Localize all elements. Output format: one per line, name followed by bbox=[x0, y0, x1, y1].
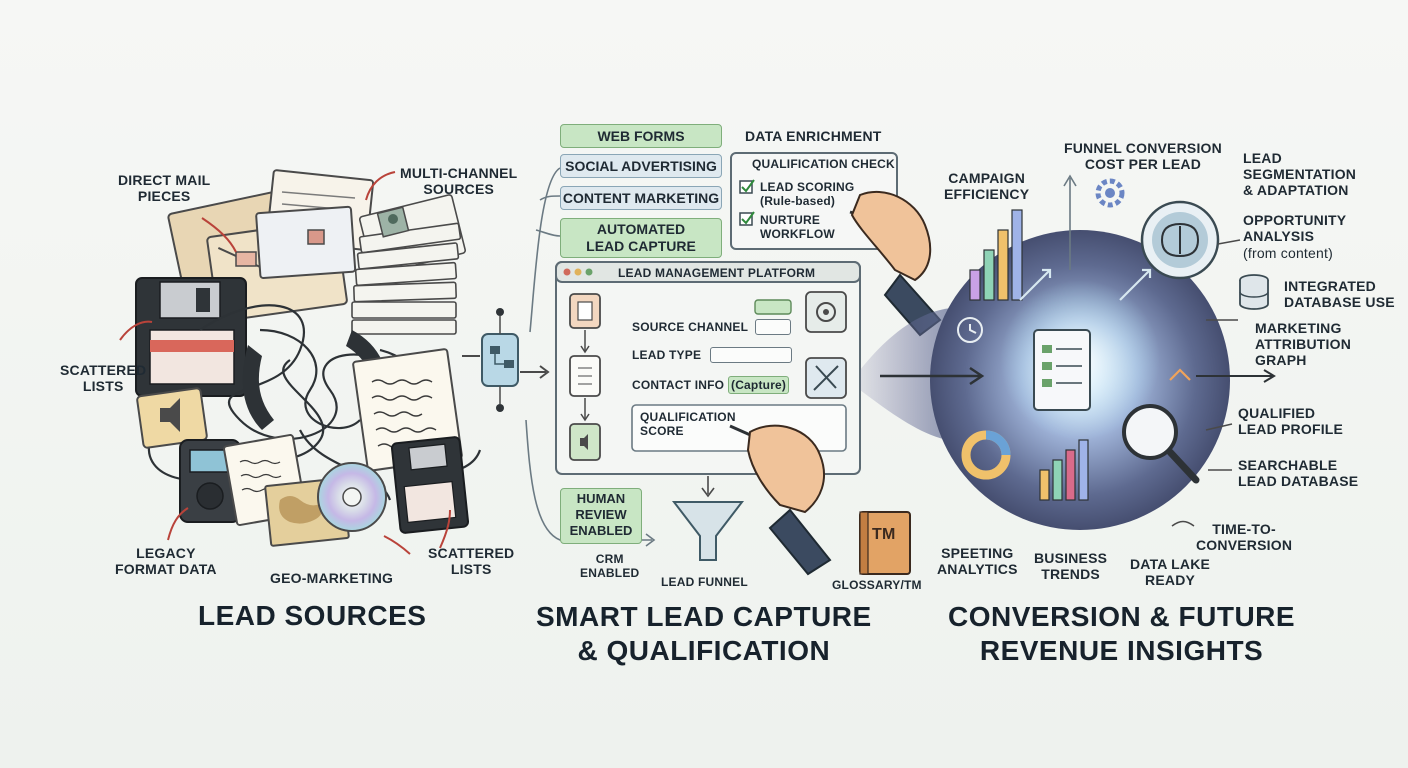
label-attribution: MARKETING ATTRIBUTION GRAPH bbox=[1255, 320, 1352, 368]
database-icon bbox=[1239, 274, 1269, 310]
lead-management-window bbox=[555, 261, 861, 475]
qualification-check-title: QUALIFICATION CHECK bbox=[752, 157, 895, 171]
label-direct-mail: DIRECT MAIL PIECES bbox=[118, 172, 211, 204]
qualification-item-nurture: NURTURE WORKFLOW bbox=[760, 213, 835, 241]
channel-automated: AUTOMATED LEAD CAPTURE bbox=[560, 218, 722, 258]
platform-contact-capture: (Capture) bbox=[728, 376, 790, 394]
label-opportunity: OPPORTUNITY ANALYSIS bbox=[1243, 212, 1347, 244]
hand-pen-bottom bbox=[729, 424, 832, 576]
channel-web-forms: WEB FORMS bbox=[560, 124, 722, 148]
label-geo-marketing: GEO-MARKETING bbox=[270, 570, 394, 586]
gear-icon bbox=[1095, 178, 1125, 208]
insights-orb bbox=[860, 174, 1276, 530]
label-database: INTEGRATED DATABASE USE bbox=[1284, 278, 1395, 310]
pile-to-hub-connector bbox=[462, 308, 550, 412]
platform-source-channel: SOURCE CHANNEL bbox=[632, 320, 749, 334]
label-funnel-cost: FUNNEL CONVERSION COST PER LEAD bbox=[1064, 140, 1222, 172]
funnel-icon bbox=[671, 476, 745, 561]
section-title-capture: SMART LEAD CAPTURE & QUALIFICATION bbox=[536, 601, 872, 666]
label-opportunity-sub: (from content) bbox=[1243, 245, 1333, 261]
label-qualified-profile: QUALIFIED LEAD PROFILE bbox=[1238, 405, 1344, 437]
qualification-item-scoring: LEAD SCORING (Rule-based) bbox=[760, 180, 855, 208]
label-scattered-lists-left: SCATTERED LISTS bbox=[60, 362, 147, 394]
platform-title: LEAD MANAGEMENT PLATFORM bbox=[618, 266, 816, 280]
channel-social: SOCIAL ADVERTISING bbox=[560, 154, 722, 178]
glossary-tm-badge: TM bbox=[872, 526, 896, 543]
label-searchable: SEARCHABLE LEAD DATABASE bbox=[1238, 457, 1359, 489]
label-business-trends: BUSINESS TRENDS bbox=[1034, 550, 1108, 582]
label-glossary: GLOSSARY/TM bbox=[832, 578, 922, 592]
lead-sources-pile bbox=[119, 169, 482, 555]
lead-type-field[interactable] bbox=[710, 347, 792, 363]
label-segmentation: LEAD SEGMENTATION & ADAPTATION bbox=[1243, 150, 1357, 198]
label-lead-funnel: LEAD FUNNEL bbox=[661, 575, 748, 589]
human-review-badge: HUMAN REVIEW ENABLED bbox=[560, 488, 642, 544]
brain-icon bbox=[1140, 200, 1220, 280]
platform-qualification-score: QUALIFICATION SCORE bbox=[640, 410, 736, 438]
capture-bracket-lines bbox=[525, 167, 656, 547]
label-scattered-lists-right: SCATTERED LISTS bbox=[428, 545, 515, 577]
source-channel-field[interactable] bbox=[755, 319, 791, 335]
platform-lead-type: LEAD TYPE bbox=[632, 348, 702, 362]
glossary-book-icon bbox=[859, 511, 911, 575]
channel-content: CONTENT MARKETING bbox=[560, 186, 722, 210]
section-title-sources: LEAD SOURCES bbox=[198, 600, 427, 631]
magnifier-icon bbox=[1122, 404, 1200, 484]
label-speeting: SPEETING ANALYTICS bbox=[937, 545, 1018, 577]
hand-pen-top bbox=[849, 190, 942, 337]
label-multi-channel: MULTI-CHANNEL SOURCES bbox=[400, 165, 518, 197]
label-data-enrichment: DATA ENRICHMENT bbox=[745, 128, 882, 144]
label-crm-enabled: CRM ENABLED bbox=[580, 552, 640, 580]
label-data-lake: DATA LAKE READY bbox=[1130, 556, 1211, 588]
label-time-to-conversion: TIME-TO- CONVERSION bbox=[1196, 521, 1293, 553]
label-campaign-efficiency: CAMPAIGN EFFICIENCY bbox=[944, 170, 1030, 202]
label-legacy-format: LEGACY FORMAT DATA bbox=[115, 545, 217, 577]
platform-contact-info: CONTACT INFO bbox=[632, 378, 725, 392]
section-title-insights: CONVERSION & FUTURE REVENUE INSIGHTS bbox=[948, 601, 1296, 666]
